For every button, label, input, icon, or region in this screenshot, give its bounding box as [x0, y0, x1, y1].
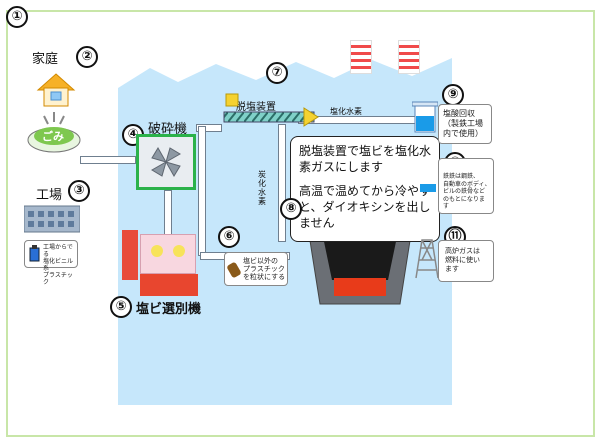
hcl-recovery-note: 塩酸回収 （製鉄工場 内で使用）: [438, 104, 492, 144]
step-number-3: ③: [68, 180, 90, 202]
crusher-label: 破砕機: [148, 122, 188, 137]
blast-furnace-icon: [307, 227, 413, 305]
non-pvc-text: 塩ビ以外の プラスチック を粒状にする: [243, 257, 286, 281]
steel-use-text: 鉄鉄は鋼鉄、 自動車のボディ、 ビルの鉄骨など のもとになりま す: [443, 173, 491, 210]
step-number-2: ②: [76, 46, 98, 68]
home-label: 家庭: [32, 52, 59, 67]
blast-gas-text: 高炉ガスは 燃料に使い ます: [445, 247, 480, 273]
step-number-1: ①: [6, 6, 28, 28]
hcl-gas-side-label: 炭化水素: [258, 170, 266, 206]
pvc-sorter-label: 塩ビ選別機: [136, 302, 202, 317]
pipe-dechlor-to-furnace: [278, 124, 286, 242]
hcl-recovery-text: 塩酸回収 （製鉄工場 内で使用）: [443, 109, 483, 138]
sorter-sparkles-icon: [151, 245, 185, 257]
factory-label: 工場: [36, 188, 63, 203]
step-number-9: ⑨: [442, 84, 464, 106]
factory-waste-note: 工場からでる 塩化ビニル系 プラスチック: [24, 240, 78, 286]
step-number-5: ⑤: [110, 296, 132, 318]
step-number-8: ⑧: [280, 198, 302, 220]
steel-tower-icon: [415, 239, 439, 279]
pipe-vertical-left: [198, 126, 206, 256]
garbage-label: ごみ: [42, 130, 64, 143]
hcl-gas-top-label: 塩化水素: [330, 107, 362, 116]
pipe-crusher-to-dechlor: [196, 124, 222, 132]
chimney-stack-right: [398, 40, 420, 74]
sorter-control-panel: [122, 230, 138, 280]
blast-gas-note: 高炉ガスは 燃料に使い ます: [438, 240, 494, 282]
factory-building-icon: [24, 205, 80, 233]
crusher-blades-icon: [151, 147, 181, 177]
chimney-stack-left: [350, 40, 372, 74]
sorter-body: [140, 234, 196, 274]
garbage-bag-icon: [27, 112, 81, 153]
car-icon: [420, 184, 436, 192]
hcl-beaker-icon: [412, 101, 438, 133]
step-number-6: ⑥: [218, 226, 240, 248]
step-number-7: ⑦: [266, 62, 288, 84]
pipe-crusher-down: [164, 190, 172, 240]
factory-waste-text: 工場からでる 塩化ビニル系 プラスチック: [43, 244, 74, 286]
steel-use-note: 鉄鉄は鋼鉄、 自動車のボディ、 ビルの鉄骨など のもとになりま す: [438, 158, 494, 214]
outer-frame: [6, 10, 595, 437]
pipe-home-to-crusher: [80, 156, 136, 164]
pellet-icon: [226, 261, 242, 279]
callout-line-1: 脱塩装置で塩ビを塩化水素ガスにします: [299, 144, 432, 174]
house-icon: [36, 73, 76, 107]
dechlorination-device-icon: [223, 93, 319, 127]
dechlorination-label: 脱塩装置: [236, 102, 276, 113]
callout-line-2: 高温で温めてから冷やすと、ダイオキシンを出しません: [299, 184, 432, 230]
non-pvc-note: 塩ビ以外の プラスチック を粒状にする: [224, 252, 288, 286]
waste-bottle-icon: [29, 245, 40, 262]
crusher-box: [136, 134, 196, 190]
sorter-base: [140, 274, 198, 296]
